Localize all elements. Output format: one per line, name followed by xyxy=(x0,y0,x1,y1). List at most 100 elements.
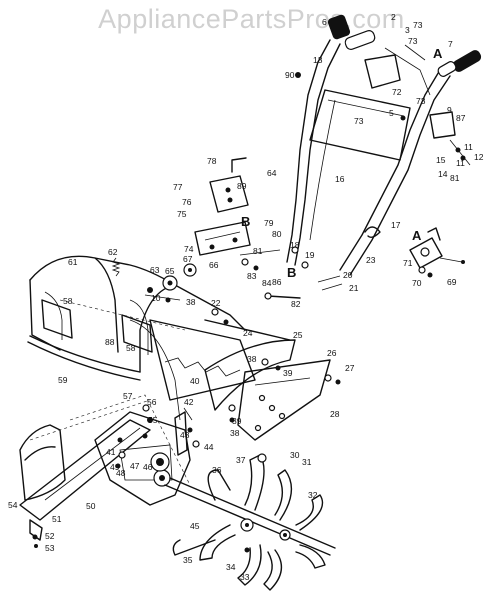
callout-20: 20 xyxy=(343,270,353,280)
callout-37: 37 xyxy=(236,455,246,465)
callout-41: 41 xyxy=(106,447,116,457)
callout-38-b: 38 xyxy=(247,354,257,364)
callout-12: 12 xyxy=(474,152,484,162)
callout-70: 70 xyxy=(412,278,422,288)
callout-54: 54 xyxy=(8,500,18,510)
callout-75: 75 xyxy=(177,209,187,219)
handle-assembly xyxy=(286,14,482,291)
watermark: AppliancePartsPros.com xyxy=(98,4,405,34)
callout-65: 65 xyxy=(165,266,175,276)
callout-79: 79 xyxy=(264,218,274,228)
callout-32: 32 xyxy=(308,490,318,500)
callout-49: 49 xyxy=(110,462,120,472)
callout-67: 67 xyxy=(183,254,193,264)
callout-53: 53 xyxy=(45,543,55,553)
callout-83: 83 xyxy=(247,271,257,281)
callout-24: 24 xyxy=(243,328,253,338)
callout-77: 77 xyxy=(173,182,183,192)
callout-58-b: 58 xyxy=(126,343,136,353)
callout-30: 30 xyxy=(290,450,300,460)
callout-5: 5 xyxy=(389,108,394,118)
callout-74: 74 xyxy=(184,244,194,254)
callout-labels: A A B B 2 3 5 6 7 9 10 11 11 12 13 14 15… xyxy=(8,12,484,582)
callout-34: 34 xyxy=(226,562,236,572)
callout-9: 9 xyxy=(447,105,452,115)
callout-28: 28 xyxy=(330,409,340,419)
callout-16: 16 xyxy=(335,174,345,184)
callout-48: 48 xyxy=(116,468,126,478)
callout-73-d: 73 xyxy=(354,116,364,126)
tine-assembly xyxy=(172,453,326,591)
callout-76: 76 xyxy=(182,197,192,207)
detail-b-bracket xyxy=(194,157,281,271)
callout-21: 21 xyxy=(349,283,359,293)
callout-17: 17 xyxy=(391,220,401,230)
callout-36: 36 xyxy=(212,465,222,475)
callout-11-a: 11 xyxy=(464,142,473,152)
callout-66: 66 xyxy=(209,260,219,270)
callout-71: 71 xyxy=(403,258,413,268)
callout-11-b: 11 xyxy=(456,158,465,168)
callout-81-a: 81 xyxy=(450,173,460,183)
callout-b-frame: B xyxy=(287,265,296,280)
frame-transmission xyxy=(19,394,336,556)
callout-38-c: 38 xyxy=(230,428,240,438)
callout-22: 22 xyxy=(211,298,221,308)
callout-73-c: 73 xyxy=(416,96,426,106)
callout-3: 3 xyxy=(405,25,410,35)
callout-84: 84 xyxy=(262,278,272,288)
callout-13: 13 xyxy=(313,55,323,65)
callout-38-a: 38 xyxy=(186,297,196,307)
callout-39-a: 39 xyxy=(283,368,293,378)
callout-a-detail: A xyxy=(412,228,422,243)
callout-73-b: 73 xyxy=(408,36,418,46)
callout-26: 26 xyxy=(327,348,337,358)
callout-39-b: 39 xyxy=(232,416,242,426)
callout-b-detail: B xyxy=(241,214,250,229)
callout-58-a: 58 xyxy=(63,296,73,306)
callout-64: 64 xyxy=(267,168,277,178)
callout-14: 14 xyxy=(438,169,448,179)
callout-42: 42 xyxy=(184,397,194,407)
callout-82: 82 xyxy=(291,299,301,309)
callout-73-a: 73 xyxy=(413,20,423,30)
callout-43: 43 xyxy=(180,430,190,440)
callout-59: 59 xyxy=(58,375,68,385)
callout-2: 2 xyxy=(391,12,396,22)
callout-47: 47 xyxy=(130,461,140,471)
callout-45: 45 xyxy=(190,521,200,531)
callout-61: 61 xyxy=(68,257,78,267)
callout-18: 18 xyxy=(290,240,300,250)
callout-52: 52 xyxy=(45,531,55,541)
callout-40: 40 xyxy=(190,376,200,386)
callout-86: 86 xyxy=(272,277,282,287)
callout-6: 6 xyxy=(322,17,327,27)
callout-57: 57 xyxy=(123,391,133,401)
callout-25: 25 xyxy=(293,330,303,340)
tine-hood xyxy=(27,255,341,441)
detail-a xyxy=(409,227,465,278)
callout-89: 89 xyxy=(237,181,247,191)
callout-19: 19 xyxy=(305,250,315,260)
callout-31: 31 xyxy=(302,457,312,467)
callout-63: 63 xyxy=(150,265,160,275)
callout-80: 80 xyxy=(272,229,282,239)
callout-7: 7 xyxy=(448,39,453,49)
callout-78: 78 xyxy=(207,156,217,166)
callout-a-top: A xyxy=(433,46,443,61)
callout-88: 88 xyxy=(105,337,115,347)
callout-87: 87 xyxy=(456,113,466,123)
callout-27: 27 xyxy=(345,363,355,373)
callout-55: 55 xyxy=(148,415,158,425)
callout-15: 15 xyxy=(436,155,446,165)
callout-72: 72 xyxy=(392,87,402,97)
callout-90: 90 xyxy=(285,70,295,80)
callout-81-b: 81 xyxy=(253,246,263,256)
callout-23: 23 xyxy=(366,255,376,265)
callout-33: 33 xyxy=(240,572,250,582)
callout-35: 35 xyxy=(183,555,193,565)
callout-51: 51 xyxy=(52,514,62,524)
callout-50: 50 xyxy=(86,501,96,511)
